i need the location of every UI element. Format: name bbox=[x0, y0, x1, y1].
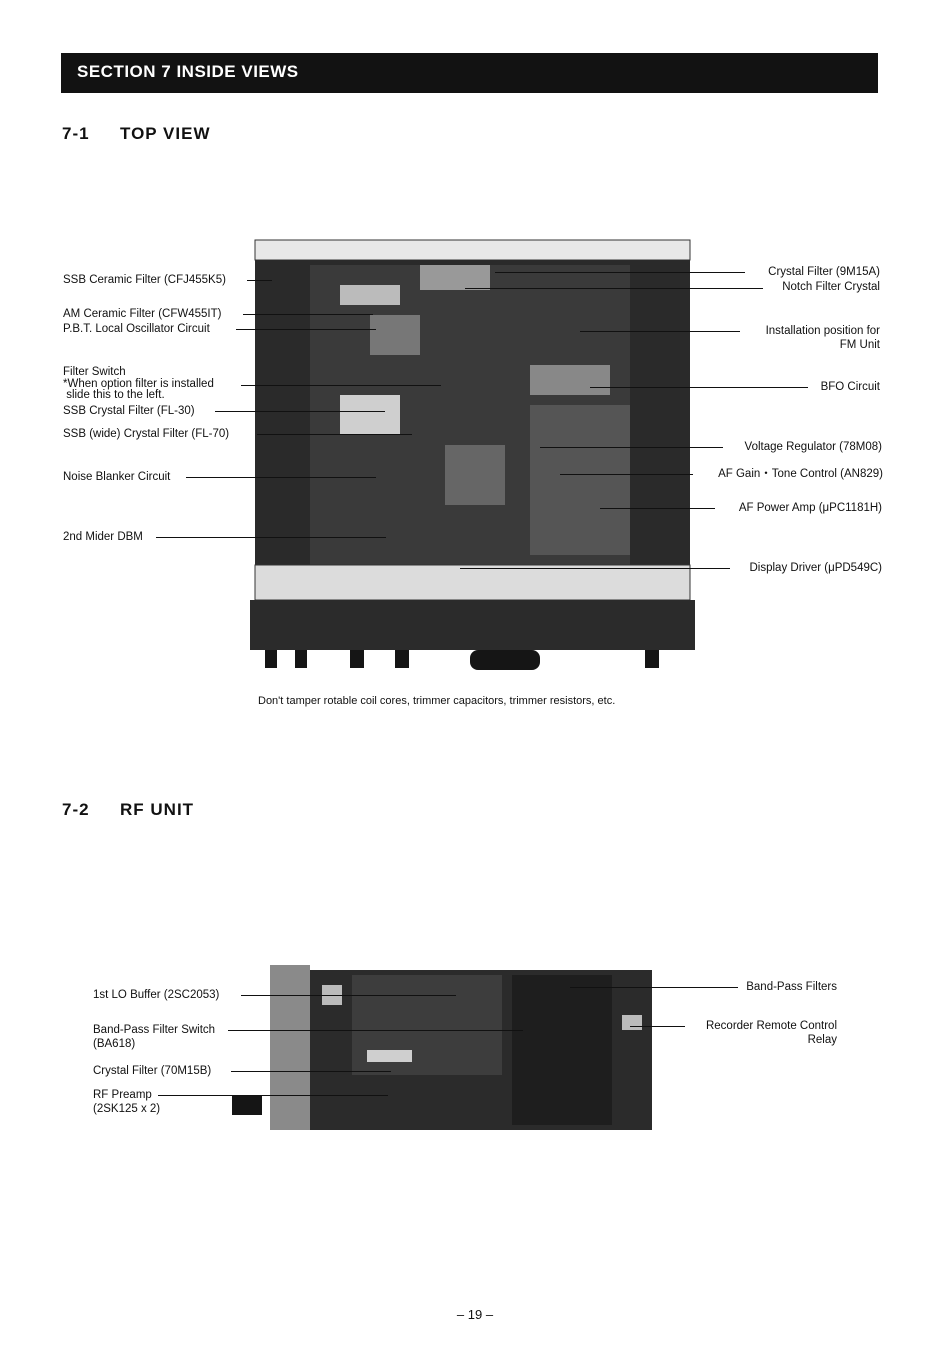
leader-line bbox=[570, 987, 738, 988]
rf-unit-photo bbox=[232, 965, 682, 1135]
label-rf-preamp: RF Preamp (2SK125 x 2) bbox=[93, 1089, 161, 1115]
leader-line bbox=[630, 1026, 685, 1027]
leader-line bbox=[560, 474, 693, 475]
label-af-power-amp: AF Power Amp (μPC1181H) bbox=[738, 502, 882, 514]
leader-line bbox=[590, 387, 808, 388]
rf-unit-photo-drawing bbox=[232, 965, 652, 1130]
page-number: – 19 – bbox=[456, 1307, 494, 1322]
label-recorder-remote-relay: Recorder Remote Control Relay bbox=[705, 1020, 837, 1046]
section-banner: SECTION 7 INSIDE VIEWS bbox=[61, 53, 878, 93]
label-band-pass-filters: Band-Pass Filters bbox=[746, 981, 837, 993]
top-view-photo bbox=[250, 225, 695, 670]
label-ssb-ceramic-filter: SSB Ceramic Filter (CFJ455K5) bbox=[63, 274, 226, 286]
leader-line bbox=[247, 280, 272, 281]
leader-line bbox=[186, 477, 376, 478]
label-pbt-local-oscillator: P.B.T. Local Oscillator Circuit bbox=[63, 323, 210, 335]
leader-line bbox=[236, 329, 376, 330]
top-view-caption: Don't tamper rotable coil cores, trimmer… bbox=[258, 695, 616, 707]
leader-line bbox=[215, 411, 385, 412]
leader-line bbox=[495, 272, 745, 273]
section-banner-title: SECTION 7 INSIDE VIEWS bbox=[77, 62, 299, 81]
leader-line bbox=[600, 508, 715, 509]
label-ssb-crystal-filter-fl30: SSB Crystal Filter (FL-30) bbox=[63, 405, 195, 417]
top-view-title: TOP VIEW bbox=[120, 124, 211, 143]
leader-line bbox=[243, 314, 373, 315]
rf-unit-title: RF UNIT bbox=[120, 800, 195, 819]
label-crystal-filter-70m15b: Crystal Filter (70M15B) bbox=[93, 1065, 212, 1077]
label-filter-switch: Filter Switch *When option filter is ins… bbox=[63, 366, 214, 401]
leader-line bbox=[460, 568, 730, 569]
rf-unit-number: 7-2 bbox=[62, 800, 90, 819]
leader-line bbox=[228, 1030, 523, 1031]
label-notch-filter-crystal: Notch Filter Crystal bbox=[782, 281, 880, 293]
top-view-photo-drawing bbox=[250, 239, 695, 670]
label-fm-unit-position: Installation position for FM Unit bbox=[765, 325, 880, 351]
rf-unit-heading: 7-2 RF UNIT bbox=[62, 800, 194, 820]
leader-line bbox=[580, 331, 740, 332]
label-af-gain-tone-control: AF Gain・Tone Control (AN829) bbox=[718, 468, 883, 480]
top-view-number: 7-1 bbox=[62, 124, 90, 143]
leader-line bbox=[465, 288, 763, 289]
leader-line bbox=[156, 537, 386, 538]
label-2nd-mider-dbm: 2nd Mider DBM bbox=[63, 531, 143, 543]
leader-line bbox=[241, 995, 456, 996]
label-1st-lo-buffer: 1st LO Buffer (2SC2053) bbox=[93, 989, 220, 1001]
top-view-heading: 7-1 TOP VIEW bbox=[62, 124, 211, 144]
leader-line bbox=[257, 434, 412, 435]
label-noise-blanker-circuit: Noise Blanker Circuit bbox=[63, 471, 171, 483]
label-ssb-wide-crystal-filter-fl70: SSB (wide) Crystal Filter (FL-70) bbox=[63, 428, 230, 440]
leader-line bbox=[231, 1071, 391, 1072]
label-display-driver: Display Driver (μPD549C) bbox=[749, 562, 882, 574]
leader-line bbox=[158, 1095, 388, 1096]
leader-line bbox=[540, 447, 723, 448]
leader-line bbox=[241, 385, 441, 386]
label-crystal-filter-9m15a: Crystal Filter (9M15A) bbox=[768, 266, 880, 278]
label-voltage-regulator: Voltage Regulator (78M08) bbox=[744, 441, 882, 453]
label-bfo-circuit: BFO Circuit bbox=[820, 381, 880, 393]
label-bandpass-filter-switch: Band-Pass Filter Switch (BA618) bbox=[93, 1024, 216, 1050]
label-am-ceramic-filter: AM Ceramic Filter (CFW455IT) bbox=[63, 308, 222, 320]
